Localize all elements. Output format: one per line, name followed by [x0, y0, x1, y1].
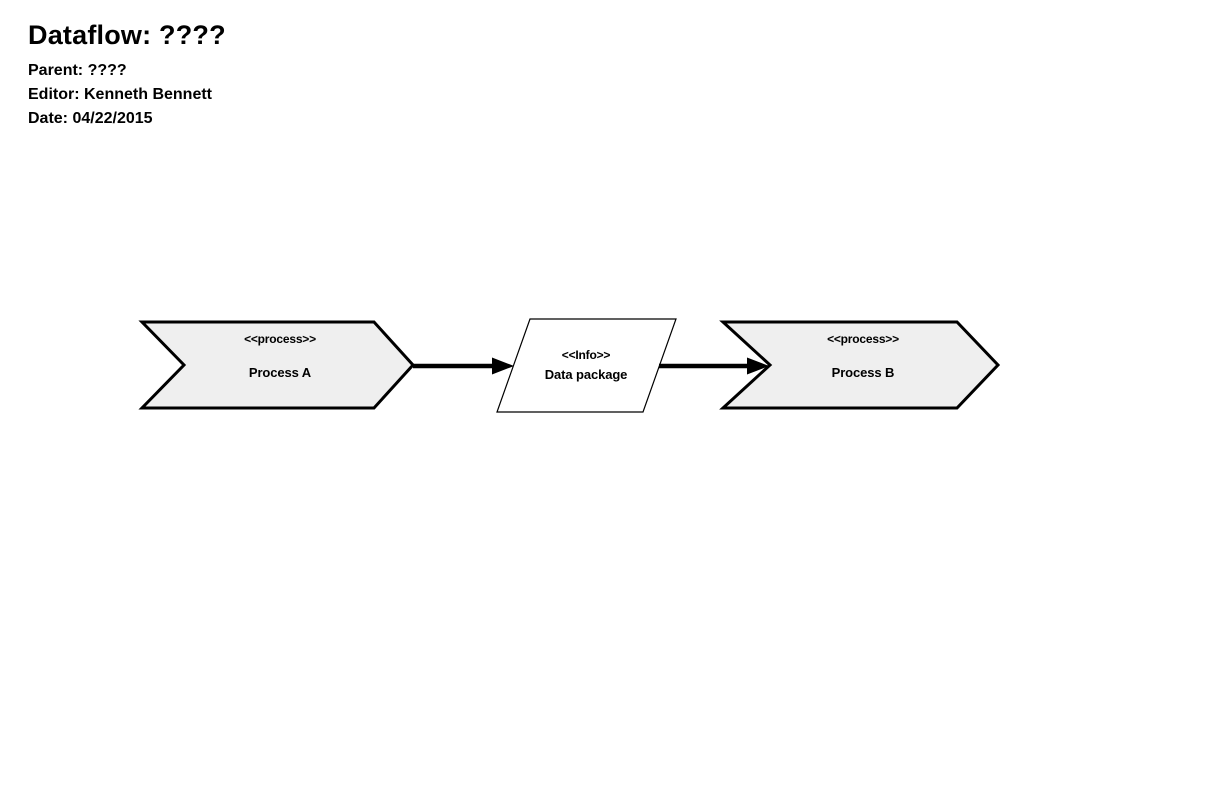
diagram-parent: Parent: ???? — [28, 62, 127, 79]
diagram-date: Date: 04/22/2015 — [28, 110, 153, 127]
edge-data-package-to-process-b — [659, 357, 769, 375]
process-a-shape — [138, 320, 416, 410]
arrowhead-icon — [492, 357, 514, 375]
arrowhead-icon — [747, 357, 769, 375]
edge-process-a-to-data-package — [413, 357, 514, 375]
data-package-shape — [496, 318, 677, 413]
process-b-shape — [719, 320, 1001, 410]
diagram-header: Dataflow: ???? Parent: ???? Editor: Kenn… — [28, 20, 226, 131]
diagram-editor: Editor: Kenneth Bennett — [28, 86, 212, 103]
diagram-title: Dataflow: ???? — [28, 20, 226, 50]
